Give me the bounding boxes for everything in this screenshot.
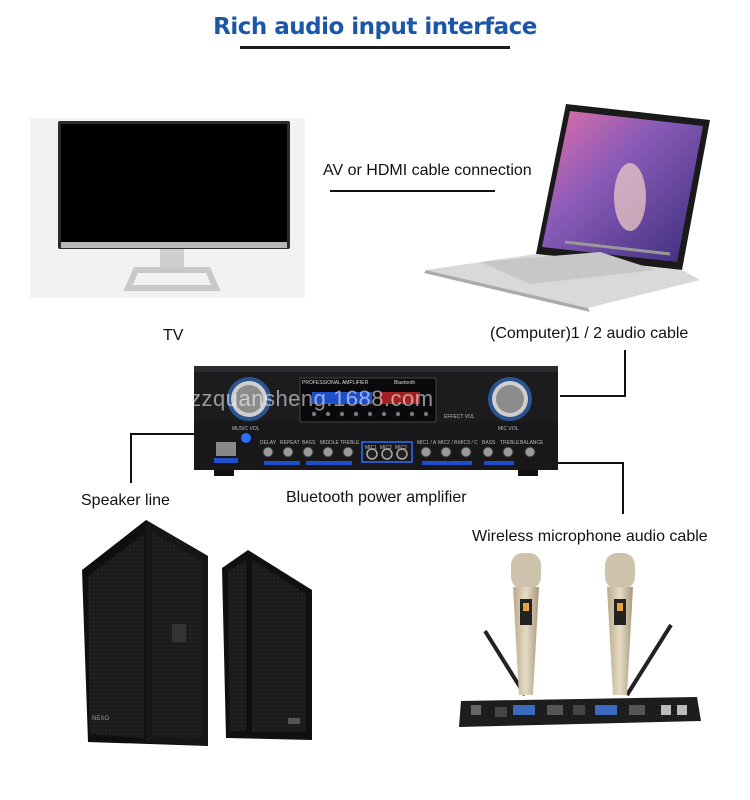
av-hdmi-label: AV or HDMI cable connection (323, 162, 532, 179)
speakers-image: NEXO (82, 520, 312, 746)
speaker-connector-horizontal (130, 433, 196, 435)
wireless-mic-image (459, 553, 701, 727)
knob-label-bass: BASS (302, 440, 316, 446)
mic-vol-label: MIC VOL (498, 426, 519, 432)
computer-connector-horizontal (560, 395, 626, 397)
mic-connector-horizontal (540, 462, 624, 464)
knob-label-balance: BALANCE (520, 440, 544, 446)
title-underline (240, 46, 510, 49)
av-hdmi-connector-line (330, 190, 495, 192)
mic-jack-label-3: MIC3 (395, 445, 407, 451)
knob-label-bass-right: BASS (482, 440, 496, 446)
speaker-connector-vertical (130, 433, 132, 483)
mic-jack-label-2: MIC2 (380, 445, 392, 451)
knob-label-treble-right: TREBLE (500, 440, 520, 446)
knob-label-mic3: MIC3 / C (458, 440, 478, 446)
knob-label-delay: DELAY (260, 440, 277, 446)
tv-monitor-image (30, 118, 305, 298)
page-title: Rich audio input interface (213, 14, 537, 40)
knob-label-repeat: REPEAT (280, 440, 300, 446)
watermark-text: zzquansheng.1688.com (190, 386, 434, 411)
mic-connector-vertical (622, 462, 624, 514)
music-vol-label: MUSIC VOL (232, 426, 260, 432)
knob-label-mic2: MIC2 / B (438, 440, 458, 446)
knob-label-mic1: MIC1 / A (417, 440, 437, 446)
laptop-image (424, 104, 710, 312)
amp-brand-text: PROFESSIONAL AMPLIFIER (302, 380, 369, 386)
tv-label: TV (163, 327, 184, 344)
mic-jack-label-1: MIC1 (365, 445, 377, 451)
effect-vol-label: EFFECT VOL (444, 414, 475, 420)
computer-label: (Computer)1 / 2 audio cable (490, 325, 689, 342)
knob-label-middle: MIDDLE (320, 440, 339, 446)
amp-bluetooth-text: Bluetooth (394, 380, 416, 386)
knob-label-treble: TREBLE (340, 440, 360, 446)
speaker-label: Speaker line (81, 492, 170, 509)
wireless-mic-label: Wireless microphone audio cable (472, 528, 708, 545)
speaker-brand: NEXO (92, 716, 109, 722)
amplifier-image: PROFESSIONAL AMPLIFIER Bluetooth MUSIC V… (194, 366, 558, 478)
amplifier-label: Bluetooth power amplifier (286, 489, 467, 506)
computer-connector-vertical (624, 350, 626, 396)
